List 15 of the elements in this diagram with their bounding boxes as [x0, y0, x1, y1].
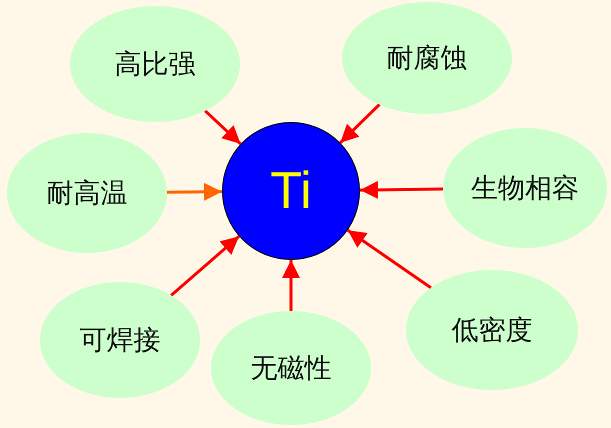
arrow — [360, 180, 444, 199]
arrow — [282, 260, 300, 311]
property-label: 生物相容 — [471, 172, 579, 206]
element-symbol: Ti — [270, 161, 312, 221]
arrow — [346, 229, 432, 289]
property-label: 高比强 — [114, 48, 196, 82]
arrow — [166, 182, 222, 201]
property-label: 耐腐蚀 — [386, 42, 468, 76]
property-label: 低密度 — [452, 314, 532, 348]
arrow — [170, 235, 240, 297]
arrow — [204, 110, 242, 145]
property-label: 无磁性 — [250, 352, 332, 386]
property-label: 耐高温 — [46, 177, 128, 211]
property-label: 可焊接 — [80, 324, 160, 358]
arrow — [339, 103, 381, 144]
